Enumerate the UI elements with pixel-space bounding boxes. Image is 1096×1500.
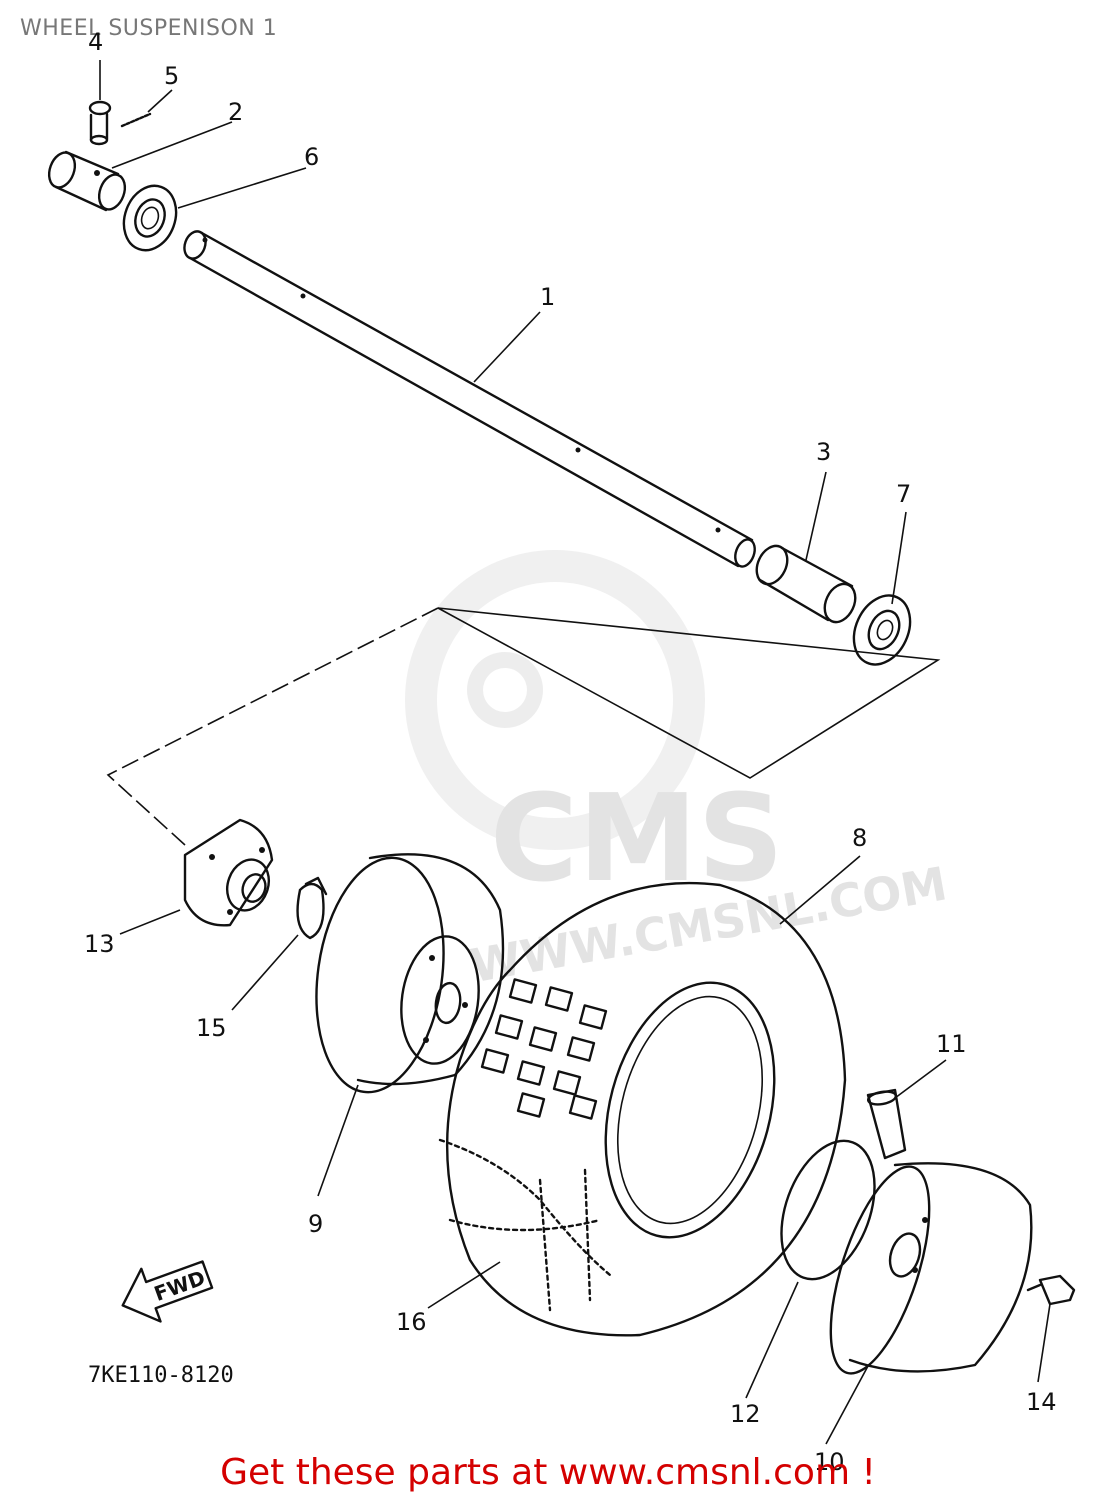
part-8-tire	[446, 881, 847, 1337]
part-13-hub	[183, 818, 274, 927]
assembly-outline	[106, 607, 941, 846]
part-5-pin	[120, 112, 152, 128]
part-1-axle-shaft	[183, 230, 756, 568]
watermark-logo-text: CMS	[490, 770, 784, 909]
callout-3: 3	[816, 438, 831, 466]
callout-12: 12	[730, 1400, 761, 1428]
part-6-bearing	[122, 184, 178, 252]
part-12-o-ring	[780, 1139, 876, 1281]
callout-1: 1	[540, 283, 555, 311]
callout-16: 16	[396, 1308, 427, 1336]
part-10-outer-rim	[829, 1162, 1033, 1375]
callout-4: 4	[88, 28, 103, 56]
part-16-tire-chain	[438, 1138, 612, 1312]
part-11-valve	[866, 1088, 907, 1160]
part-4-bolt	[88, 100, 112, 146]
part-9-rim	[315, 853, 505, 1094]
part-7-bearing	[852, 594, 912, 666]
leader-lines	[99, 60, 1051, 1445]
callout-5: 5	[164, 62, 179, 90]
callout-9: 9	[308, 1210, 323, 1238]
callout-6: 6	[304, 143, 319, 171]
callout-15: 15	[196, 1014, 227, 1042]
part-2-collar	[47, 150, 127, 212]
part-15-clip	[296, 876, 328, 940]
callout-2: 2	[228, 98, 243, 126]
fwd-arrow-icon: FWD	[121, 1260, 214, 1323]
callout-labels: 1 2 3 4 5 6 7 8 9 10 11 12 13 14 15 16	[84, 28, 1057, 1476]
page-title: WHEEL SUSPENISON 1	[20, 16, 278, 41]
callout-14: 14	[1026, 1388, 1057, 1416]
diagram-code: 7KE110-8120	[88, 1363, 234, 1388]
callout-11: 11	[936, 1030, 967, 1058]
callout-8: 8	[852, 824, 867, 852]
cms-watermark: CMS WWW.CMSNL.COM	[405, 550, 951, 993]
callout-10: 10	[814, 1448, 845, 1476]
part-3-spacer	[755, 544, 857, 624]
callout-13: 13	[84, 930, 115, 958]
callout-7: 7	[896, 480, 911, 508]
part-14-bolt	[1026, 1274, 1076, 1306]
footer-link-text[interactable]: Get these parts at www.cmsnl.com !	[220, 1452, 876, 1493]
